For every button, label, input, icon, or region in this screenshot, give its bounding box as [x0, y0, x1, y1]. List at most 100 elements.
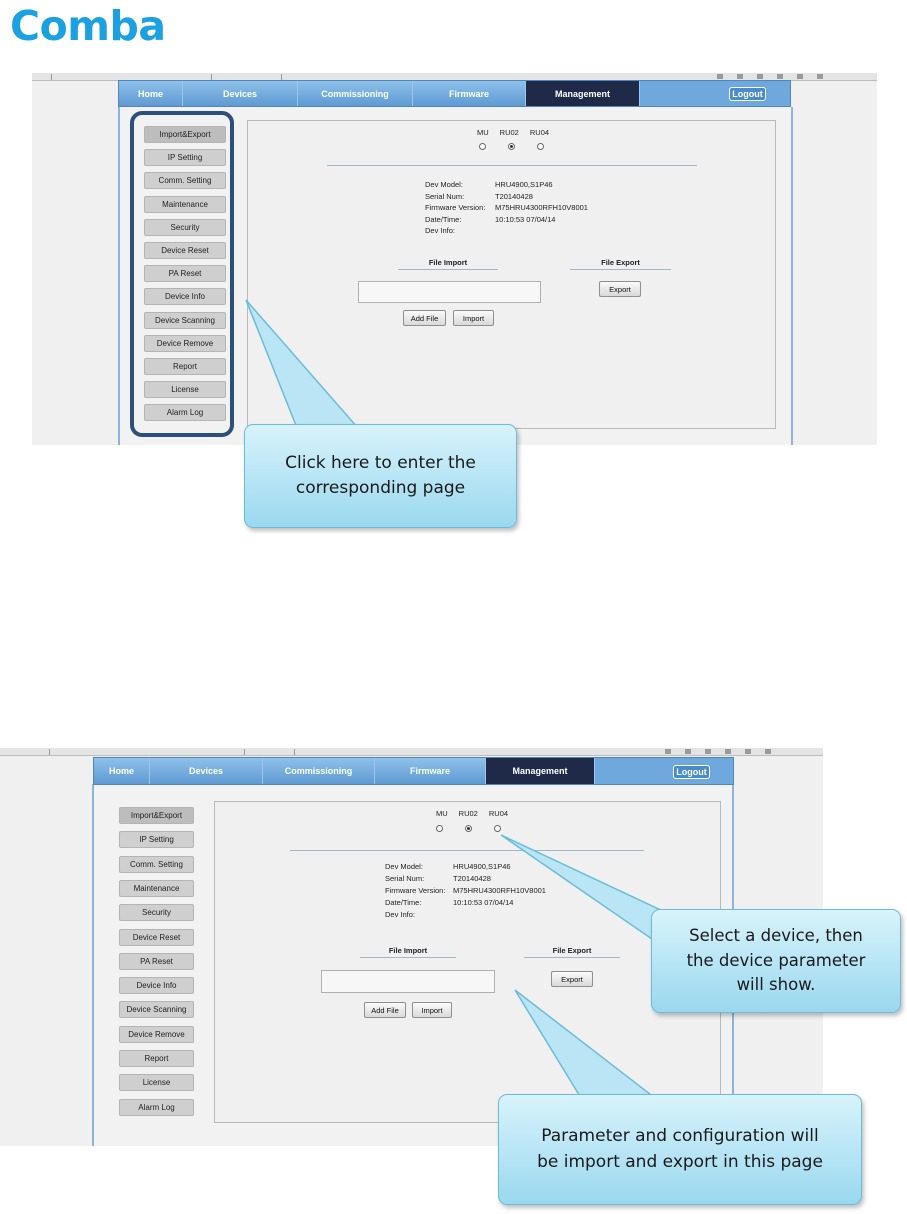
sidebar-item-import-export[interactable]: Import&Export — [119, 807, 194, 824]
device-label-mu: MU — [436, 809, 448, 818]
info-value: HRU4900,S1P46 — [495, 180, 553, 189]
sidebar-item-device-scanning[interactable]: Device Scanning — [119, 1001, 194, 1019]
nav-tab-devices[interactable]: Devices — [183, 81, 298, 106]
file-import-divider — [360, 957, 456, 958]
nav-tab-management[interactable]: Management — [486, 758, 595, 784]
device-radio-mu[interactable] — [479, 143, 486, 150]
sidebar-item-device-scanning[interactable]: Device Scanning — [144, 311, 226, 329]
add-file-button[interactable]: Add File — [364, 1002, 406, 1018]
device-radio-mu[interactable] — [436, 825, 443, 832]
sidebar-item-import-export[interactable]: Import&Export — [144, 126, 226, 143]
nav-tab-home[interactable]: Home — [119, 81, 183, 106]
info-row: Dev Model:HRU4900,S1P46 — [385, 862, 546, 874]
callout-line: corresponding page — [295, 478, 466, 498]
info-row: Firmware Version:M75HRU4300RFH10V8001 — [425, 203, 588, 215]
sidebar-item-ip-setting[interactable]: IP Setting — [144, 149, 226, 167]
info-label: Dev Model: — [385, 862, 423, 871]
callout-select-device: Select a device, then the device paramet… — [651, 909, 901, 1013]
device-radio-ru04[interactable] — [494, 825, 501, 832]
device-radio-ru04[interactable] — [537, 143, 544, 150]
info-value: 10:10:53 07/04/14 — [453, 898, 514, 907]
sidebar-item-device-info[interactable]: Device Info — [119, 977, 194, 995]
sidebar-item-alarm-log[interactable]: Alarm Log — [144, 404, 226, 422]
sidebar-item-maintenance[interactable]: Maintenance — [119, 879, 194, 897]
file-export-title: File Export — [552, 946, 592, 955]
export-button[interactable]: Export — [551, 971, 593, 987]
sidebar-item-maintenance[interactable]: Maintenance — [144, 195, 226, 213]
sidebar-item-security[interactable]: Security — [119, 904, 194, 922]
sidebar-item-device-remove[interactable]: Device Remove — [144, 334, 226, 352]
logout-button[interactable]: Logout — [729, 87, 766, 101]
divider — [327, 165, 697, 166]
nav-tab-management[interactable]: Management — [526, 81, 640, 106]
callout-top-pointer — [245, 299, 360, 429]
info-value: T20140428 — [453, 874, 491, 883]
sidebar-item-alarm-log[interactable]: Alarm Log — [119, 1098, 194, 1116]
info-row: Firmware Version:M75HRU4300RFH10V8001 — [385, 886, 546, 898]
logout-button[interactable]: Logout — [673, 765, 710, 779]
info-row: Date/Time:10:10:53 07/04/14 — [425, 215, 588, 227]
sidebar-item-license[interactable]: License — [119, 1074, 194, 1092]
callout-line: the device parameter — [686, 950, 866, 970]
sidebar-item-ip-setting[interactable]: IP Setting — [119, 831, 194, 849]
info-row: Serial Num:T20140428 — [425, 192, 588, 204]
device-label-ru04: RU04 — [488, 809, 509, 818]
browser-toolbar — [0, 748, 823, 756]
info-label: Date/Time: — [425, 214, 462, 224]
file-import-title: File Import — [428, 258, 468, 267]
info-label: Dev Model: — [425, 180, 463, 189]
device-radio-group — [479, 143, 544, 150]
sidebar-item-device-reset[interactable]: Device Reset — [119, 928, 194, 946]
device-radio-ru02[interactable] — [465, 825, 472, 832]
nav-tab-devices[interactable]: Devices — [150, 758, 263, 784]
sidebar-item-security[interactable]: Security — [144, 218, 226, 236]
file-export-title: File Export — [601, 258, 640, 267]
nav-tab-commissioning[interactable]: Commissioning — [298, 81, 413, 106]
nav-tab-commissioning[interactable]: Commissioning — [263, 758, 375, 784]
sidebar-item-device-remove[interactable]: Device Remove — [119, 1025, 194, 1043]
sidebar-item-comm-setting[interactable]: Comm. Setting — [144, 172, 226, 190]
info-row: Date/Time:10:10:53 07/04/14 — [385, 898, 546, 910]
info-value: M75HRU4300RFH10V8001 — [453, 886, 546, 895]
export-button[interactable]: Export — [599, 281, 641, 297]
device-label-mu: MU — [477, 128, 489, 137]
add-file-button[interactable]: Add File — [403, 310, 446, 326]
file-path-input[interactable] — [321, 970, 495, 993]
divider — [290, 850, 644, 851]
device-label-ru04: RU04 — [529, 128, 550, 137]
device-radio-ru02[interactable] — [508, 143, 515, 150]
file-export-divider — [524, 957, 620, 958]
device-selector-labels: MU RU02 RU04 — [477, 128, 549, 137]
nav-tab-firmware[interactable]: Firmware — [413, 81, 526, 106]
sidebar-item-device-reset[interactable]: Device Reset — [144, 242, 226, 259]
nav-tab-firmware[interactable]: Firmware — [375, 758, 486, 784]
file-path-input[interactable] — [358, 281, 541, 303]
device-label-ru02: RU02 — [499, 128, 519, 137]
callout-select-pointer — [500, 834, 666, 950]
sidebar-item-report[interactable]: Report — [119, 1050, 194, 1067]
import-button[interactable]: Import — [453, 310, 494, 326]
file-import-title: File Import — [388, 946, 428, 955]
content-panel — [214, 801, 721, 1123]
sidebar-item-pa-reset[interactable]: PA Reset — [119, 952, 194, 970]
info-label: Serial Num: — [385, 874, 425, 883]
callout-line: will show. — [736, 975, 816, 995]
info-row: Dev Info: — [425, 226, 588, 238]
info-label: Dev Info: — [425, 226, 456, 235]
sidebar-item-comm-setting[interactable]: Comm. Setting — [119, 855, 194, 873]
info-row: Dev Info: — [385, 910, 546, 922]
sidebar-item-report[interactable]: Report — [144, 358, 226, 375]
device-label-ru02: RU02 — [458, 809, 478, 818]
nav-tab-home[interactable]: Home — [94, 758, 150, 784]
callout-line: Select a device, then — [689, 925, 863, 945]
sidebar-item-pa-reset[interactable]: PA Reset — [144, 265, 226, 283]
info-row: Dev Model: HRU4900,S1P46 — [425, 180, 588, 192]
sidebar-item-device-info[interactable]: Device Info — [144, 288, 226, 306]
sidebar-item-license[interactable]: License — [144, 381, 226, 399]
import-button[interactable]: Import — [412, 1002, 452, 1018]
info-label: Dev Info: — [385, 910, 416, 919]
info-label: Serial Num: — [425, 191, 465, 201]
